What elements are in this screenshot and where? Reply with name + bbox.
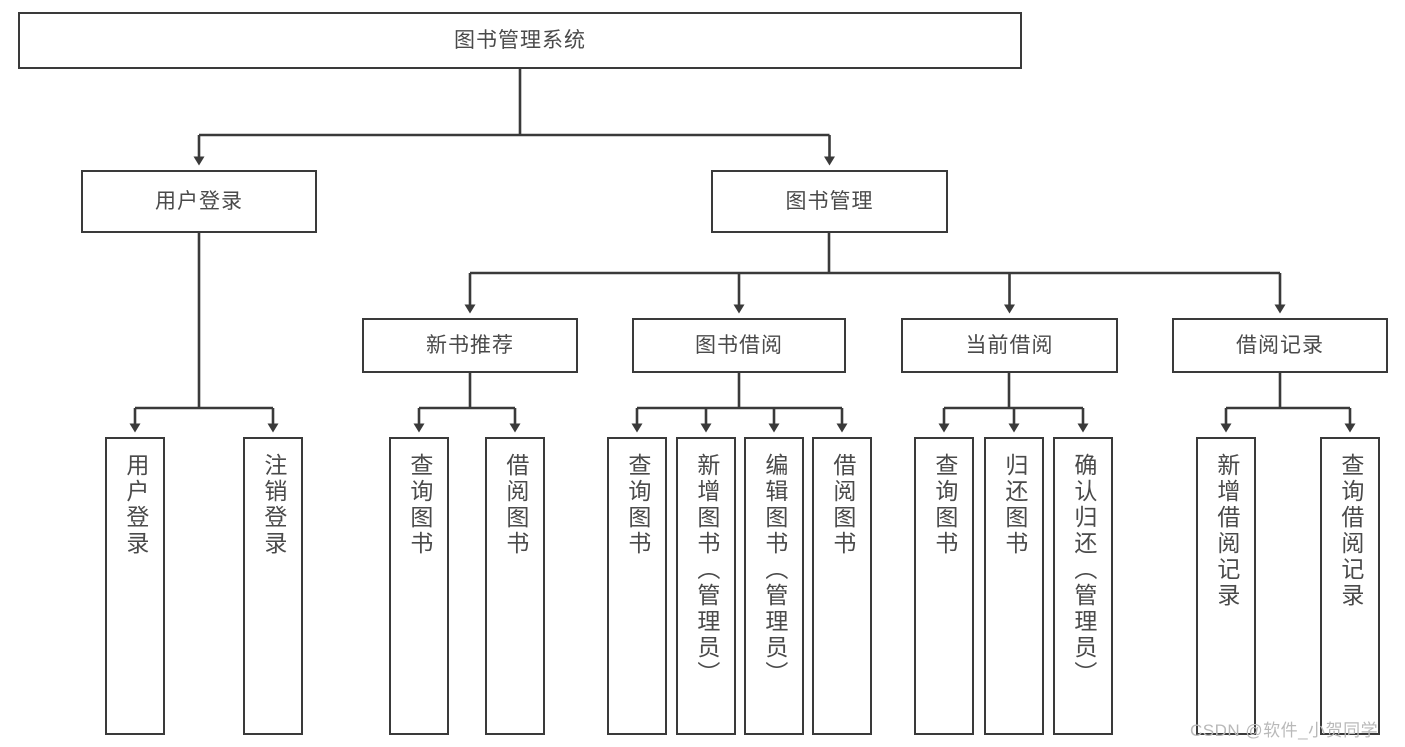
node-leaf-confirm-return[interactable]: 确认归还（管理员） (1053, 437, 1113, 735)
node-leaf-user-login[interactable]: 用户登录 (105, 437, 165, 735)
node-label-leaf-query-book-2: 查询图书 (624, 453, 651, 557)
node-label-leaf-query-record: 查询借阅记录 (1337, 453, 1364, 609)
node-leaf-query-book-2[interactable]: 查询图书 (607, 437, 667, 735)
node-label-user-login: 用户登录 (155, 189, 243, 213)
node-current-borrow[interactable]: 当前借阅 (901, 318, 1118, 373)
node-label-leaf-add-book: 新增图书（管理员） (693, 453, 720, 687)
node-label-leaf-query-book-1: 查询图书 (406, 453, 433, 557)
node-new-book-recommend[interactable]: 新书推荐 (362, 318, 578, 373)
node-label-leaf-return-book: 归还图书 (1001, 453, 1028, 557)
node-label-leaf-user-login: 用户登录 (122, 453, 149, 557)
node-label-borrow-record: 借阅记录 (1236, 333, 1324, 357)
node-label-new-book-recommend: 新书推荐 (426, 333, 514, 357)
node-label-book-borrow: 图书借阅 (695, 333, 783, 357)
node-leaf-return-book[interactable]: 归还图书 (984, 437, 1044, 735)
watermark-label: CSDN @软件_小贺同学 (1190, 721, 1379, 740)
node-label-book-manage: 图书管理 (785, 189, 874, 213)
node-label-leaf-logout: 注销登录 (260, 453, 287, 557)
node-label-current-borrow: 当前借阅 (965, 333, 1054, 357)
node-label-leaf-borrow-book-2: 借阅图书 (829, 453, 856, 557)
node-leaf-logout[interactable]: 注销登录 (243, 437, 303, 735)
node-label-leaf-edit-book: 编辑图书（管理员） (761, 453, 788, 687)
node-root[interactable]: 图书管理系统 (18, 12, 1022, 69)
node-label-leaf-add-record: 新增借阅记录 (1213, 453, 1240, 609)
node-leaf-query-book-3[interactable]: 查询图书 (914, 437, 974, 735)
node-user-login[interactable]: 用户登录 (81, 170, 317, 233)
node-leaf-add-record[interactable]: 新增借阅记录 (1196, 437, 1256, 735)
node-book-manage[interactable]: 图书管理 (711, 170, 948, 233)
node-book-borrow[interactable]: 图书借阅 (632, 318, 846, 373)
node-label-leaf-confirm-return: 确认归还（管理员） (1070, 453, 1097, 687)
node-label-leaf-query-book-3: 查询图书 (931, 453, 958, 557)
node-leaf-borrow-book-1[interactable]: 借阅图书 (485, 437, 545, 735)
node-label-root: 图书管理系统 (454, 28, 586, 52)
node-leaf-add-book[interactable]: 新增图书（管理员） (676, 437, 736, 735)
node-leaf-borrow-book-2[interactable]: 借阅图书 (812, 437, 872, 735)
node-borrow-record[interactable]: 借阅记录 (1172, 318, 1388, 373)
node-leaf-query-record[interactable]: 查询借阅记录 (1320, 437, 1380, 735)
node-label-leaf-borrow-book-1: 借阅图书 (502, 453, 529, 557)
node-leaf-query-book-1[interactable]: 查询图书 (389, 437, 449, 735)
node-leaf-edit-book[interactable]: 编辑图书（管理员） (744, 437, 804, 735)
